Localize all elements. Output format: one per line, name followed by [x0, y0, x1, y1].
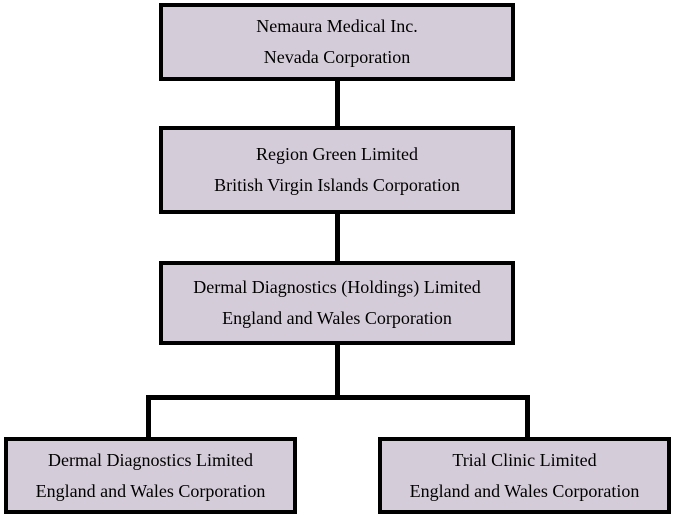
- company-name: Region Green Limited: [256, 144, 418, 165]
- connector-branch-to-dermal-diagnostics: [146, 395, 151, 437]
- company-jurisdiction: England and Wales Corporation: [409, 480, 640, 501]
- org-node-dermal-diagnostics: Dermal Diagnostics Limited England and W…: [4, 437, 297, 514]
- connector-branch-to-trial-clinic: [525, 395, 530, 437]
- company-name: Nemaura Medical Inc.: [256, 16, 418, 37]
- company-name: Dermal Diagnostics Limited: [48, 449, 253, 470]
- company-jurisdiction: Nevada Corporation: [263, 47, 411, 67]
- connector-region-green-to-holdings: [335, 214, 340, 261]
- company-name: Trial Clinic Limited: [452, 449, 597, 470]
- org-node-nemaura-medical: Nemaura Medical Inc. Nevada Corporation: [159, 3, 515, 81]
- org-node-trial-clinic: Trial Clinic Limited England and Wales C…: [378, 437, 671, 514]
- connector-branch-horizontal: [146, 395, 530, 400]
- company-jurisdiction: British Virgin Islands Corporation: [214, 175, 460, 195]
- org-node-dermal-diagnostics-holdings: Dermal Diagnostics (Holdings) Limited En…: [159, 261, 515, 345]
- connector-holdings-branch-stem: [335, 345, 340, 398]
- company-jurisdiction: England and Wales Corporation: [222, 308, 452, 328]
- connector-nemaura-to-region-green: [335, 81, 340, 126]
- org-node-region-green: Region Green Limited British Virgin Isla…: [159, 126, 515, 214]
- company-name: Dermal Diagnostics (Holdings) Limited: [193, 277, 481, 298]
- company-jurisdiction: England and Wales Corporation: [35, 480, 266, 501]
